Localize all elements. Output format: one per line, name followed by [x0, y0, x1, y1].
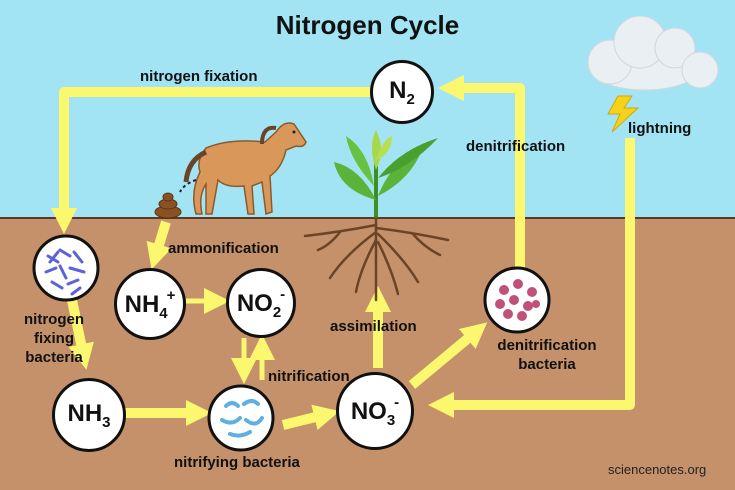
label-denitrification: denitrification — [466, 138, 566, 155]
arrow-ammonification — [146, 220, 172, 270]
horse-icon — [179, 122, 307, 216]
nh3-subscript: 3 — [102, 413, 111, 431]
label-nitrifying-bacteria: nitrifying bacteria — [174, 454, 300, 471]
arrow-nitrifying-to-no3 — [281, 404, 340, 430]
arrow-no3-to-denitrification-bacteria — [408, 322, 488, 389]
node-no3: NO3- — [336, 372, 414, 450]
arrow-lightning — [428, 138, 635, 418]
node-nh4: NH4+ — [114, 268, 186, 340]
nh4-charge: + — [166, 286, 176, 304]
cloud-icon — [587, 15, 719, 91]
plant-icon — [334, 130, 438, 218]
no2-subscript: 2 — [272, 303, 282, 321]
denitrification-bacteria-text: denitrification bacteria — [497, 337, 597, 373]
arrow-nitrogen-fixation — [51, 87, 370, 234]
node-nh3: NH3 — [52, 378, 126, 452]
nh4-subscript: 4 — [159, 304, 168, 322]
label-ammonification: ammonification — [168, 240, 279, 257]
no3-symbol: NO — [350, 397, 387, 425]
label-assimilation: assimilation — [330, 318, 417, 335]
n2-symbol: N — [389, 76, 407, 104]
no3-subscript: 3 — [386, 411, 396, 429]
n2-subscript: 2 — [406, 90, 415, 108]
node-no2: NO2- — [226, 268, 296, 338]
label-lightning: lightning — [628, 120, 692, 137]
nh4-symbol: NH — [124, 290, 160, 318]
nitrogen-fixing-bacteria-icon — [32, 234, 100, 302]
denitrification-bacteria-icon — [483, 266, 551, 334]
arrow-denitrification — [438, 75, 525, 268]
manure-icon — [154, 192, 182, 219]
node-n2: N2 — [370, 60, 434, 124]
label-nitrification: nitrification — [268, 368, 350, 385]
label-denitrification-bacteria: denitrification bacteria — [486, 336, 608, 374]
label-nitrogen-fixing-bacteria: nitrogen fixing bacteria — [12, 310, 96, 367]
source-credit: sciencenotes.org — [608, 462, 707, 477]
no2-symbol: NO — [236, 289, 273, 317]
nitrogen-fixing-bacteria-text: nitrogen fixing bacteria — [24, 311, 84, 366]
page-title: Nitrogen Cycle — [275, 10, 460, 40]
label-nitrogen-fixation: nitrogen fixation — [140, 68, 258, 85]
arrow-fixing-to-nh3 — [67, 298, 94, 370]
roots-icon — [303, 216, 450, 302]
nh3-symbol: NH — [67, 399, 103, 427]
lightning-bolt-icon — [607, 95, 640, 133]
nitrifying-bacteria-icon — [207, 384, 275, 452]
no2-charge: - — [280, 285, 286, 303]
no3-charge: - — [394, 393, 400, 411]
